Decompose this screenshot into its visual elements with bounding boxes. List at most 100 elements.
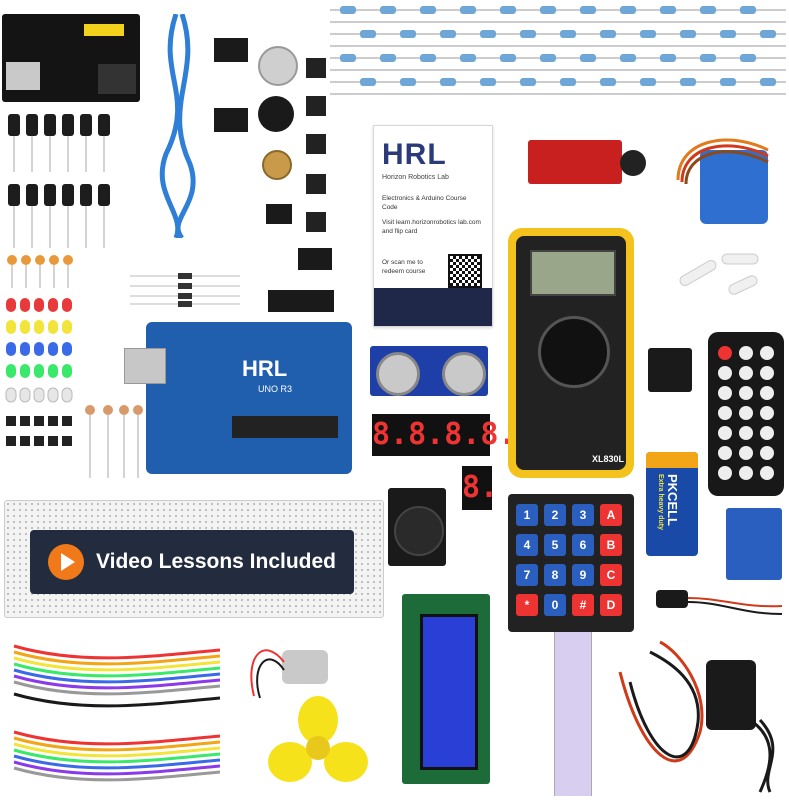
- remote-button: [739, 446, 753, 460]
- keypad-key: 9: [572, 564, 594, 586]
- remote-button: [760, 446, 774, 460]
- single-digit-display: 8.: [462, 466, 498, 510]
- jumper-wires: [13, 644, 221, 782]
- ic-socket: [266, 204, 292, 224]
- push-button: [306, 212, 326, 232]
- ic-chip: [298, 248, 332, 270]
- remote-button: [760, 386, 774, 400]
- battery-terminal: [646, 452, 698, 468]
- power-adapter: [706, 660, 756, 730]
- test-leads: [618, 640, 704, 763]
- arduino-uno-board: HRL UNO R3: [124, 322, 352, 474]
- usb-port: [6, 62, 40, 90]
- remote-button: [718, 366, 732, 380]
- keypad-key: C: [600, 564, 622, 586]
- banner-text: Video Lessons Included: [96, 550, 337, 573]
- ultrasonic-sensor: [370, 346, 488, 396]
- rotary-dial-icon: [538, 316, 610, 388]
- remote-button: [760, 466, 774, 480]
- ceramic-capacitors: [7, 255, 73, 288]
- qr-code-icon: [448, 254, 482, 288]
- buzzer-icon: [258, 96, 294, 132]
- ic-chip: [268, 290, 334, 312]
- remote-button: [739, 406, 753, 420]
- capacitors: [8, 114, 110, 248]
- keypad-key: 4: [516, 534, 538, 556]
- multimeter: XL830L: [508, 228, 634, 478]
- push-button: [306, 174, 326, 194]
- leds: [5, 298, 73, 446]
- video-lessons-banner: Video Lessons Included: [30, 530, 354, 594]
- keypad-key: 1: [516, 504, 538, 526]
- power-button-icon: [718, 346, 732, 360]
- ir-receiver-module: [648, 348, 692, 392]
- board-model: UNO R3: [258, 384, 293, 394]
- slide-switch: [214, 108, 248, 132]
- keypad-key: *: [516, 594, 538, 616]
- motor-wires: [250, 649, 285, 699]
- card-footer-band: [374, 288, 492, 326]
- push-button: [306, 134, 326, 154]
- push-button: [306, 58, 326, 78]
- servo-motor: [700, 150, 768, 224]
- remote-button: [739, 366, 753, 380]
- ir-remote: [708, 332, 784, 496]
- keypad-key: 6: [572, 534, 594, 556]
- remote-button: [718, 426, 732, 440]
- relay-module: [726, 508, 782, 580]
- usb-b-port: [124, 348, 166, 384]
- diodes: [130, 273, 240, 307]
- remote-button: [718, 446, 732, 460]
- course-code-card: HRL Horizon Robotics Lab Electronics & A…: [373, 125, 493, 327]
- keypad-key: 0: [544, 594, 566, 616]
- battery-label: Extra heavy duty: [657, 474, 664, 531]
- keypad-key: D: [600, 594, 622, 616]
- 9v-battery: PKCELL Extra heavy duty: [646, 452, 698, 556]
- meter-model: XL830L: [592, 454, 625, 464]
- keypad-key: #: [572, 594, 594, 616]
- play-icon: [48, 544, 84, 580]
- remote-button: [760, 406, 774, 420]
- remote-button: [739, 466, 753, 480]
- transducer-icon: [376, 352, 420, 396]
- usb-cable: [159, 14, 196, 238]
- adapter-cable: [749, 718, 775, 793]
- keypad-key: 3: [572, 504, 594, 526]
- membrane-keypad: 1 2 3 A 4 5 6 B 7 8 9 C * 0 # D: [508, 494, 634, 632]
- battery-clip: [656, 590, 783, 615]
- photoresistors: [85, 405, 143, 478]
- microcontroller-chip: [232, 416, 338, 438]
- fan-propeller-icon: [268, 696, 368, 782]
- keypad-key: 8: [544, 564, 566, 586]
- push-button: [306, 96, 326, 116]
- keypad-key: A: [600, 504, 622, 526]
- servo-wires: [676, 138, 769, 185]
- lcd-readout: [530, 250, 616, 296]
- power-module: [2, 14, 140, 102]
- header-pins: [84, 24, 124, 36]
- keypad-key: 2: [544, 504, 566, 526]
- lcd-module: [402, 594, 490, 784]
- keypad-key: 5: [544, 534, 566, 556]
- brand-logo: HRL: [382, 138, 447, 171]
- joystick-knob-icon: [394, 506, 444, 556]
- transducer-icon: [442, 352, 486, 396]
- four-digit-display: 8.8.8.8.: [372, 414, 517, 456]
- potentiometer-icon: [262, 150, 292, 180]
- lcd-screen: [420, 614, 478, 770]
- keypad-ribbon-cable: [554, 632, 592, 796]
- remote-button: [760, 366, 774, 380]
- buzzer-icon: [258, 46, 298, 86]
- remote-button: [718, 406, 732, 420]
- multimeter-body: XL830L: [516, 236, 626, 470]
- resistors: [330, 6, 786, 95]
- remote-button: [739, 386, 753, 400]
- remote-button: [760, 426, 774, 440]
- battery-brand: PKCELL: [665, 474, 680, 526]
- microphone-icon: [620, 150, 646, 176]
- barrel-jack: [98, 64, 136, 94]
- servo-horns: [679, 253, 759, 295]
- remote-button: [739, 426, 753, 440]
- remote-button: [718, 386, 732, 400]
- sound-sensor-module: [528, 140, 646, 184]
